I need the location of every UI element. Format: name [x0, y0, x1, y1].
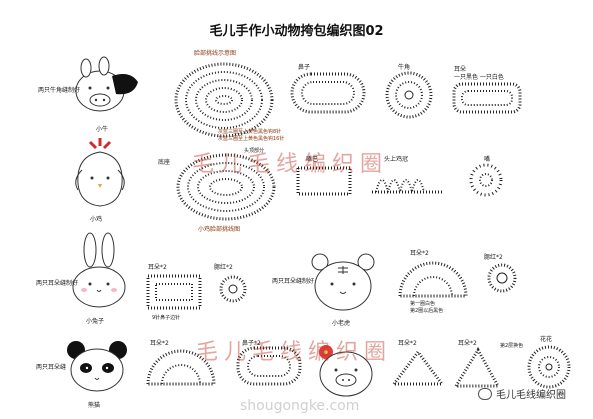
rabbit-ear-crochet-diagram: [146, 274, 202, 310]
cow-note: 两只牛角缝制好: [38, 87, 81, 94]
tiger-cheek-label: 腮红*2: [484, 254, 503, 261]
pig-nose-label: 鼻子*2: [242, 340, 261, 347]
horn-label: 牛角: [398, 64, 411, 71]
ear-label: 耳朵: [454, 66, 467, 73]
rabbit-cheek-crochet-diagram: [219, 275, 247, 303]
pig-ear-crochet-diagram: [391, 349, 445, 386]
tiger-ear-label: 耳朵*2: [410, 250, 429, 257]
beak-label: 嘴巴: [306, 156, 319, 163]
rabbit-note: 9针鼻子边针: [152, 315, 181, 321]
nose-crochet-diagram: [290, 72, 366, 114]
tiger-label: 小老虎: [332, 320, 351, 327]
pig-ear-label: 耳朵*2: [398, 340, 417, 347]
chick-label: 小鸡: [90, 216, 103, 223]
pig-ear2-label: 耳朵*2: [458, 340, 477, 347]
panda-ear-crochet-diagram: [146, 349, 216, 386]
cow-face-diagram-title: 脸部挑线示意图: [194, 50, 237, 57]
panda-face-illustration: [67, 341, 127, 392]
chick-face-illustration: [75, 138, 125, 207]
tiger-face-illustration: [311, 253, 375, 311]
comb-label: 头上鸡冠: [384, 156, 409, 163]
rabbit-face-illustration: [72, 232, 126, 308]
tiger-ear-crochet-diagram: [398, 261, 468, 298]
cow-label: 小牛: [96, 126, 109, 133]
pig-nose-crochet-diagram: [236, 346, 302, 386]
tiger-ear-note1: 第一圈白色: [410, 301, 436, 307]
panda-ear-label: 耳朵*2: [150, 340, 169, 347]
rabbit-ear-label: 耳朵*2: [148, 264, 167, 271]
chick-side-label: 底座: [158, 159, 171, 166]
pig-face-illustration: [319, 345, 373, 397]
tiger-ear-note2: 第2圈以后黑色: [410, 308, 444, 314]
tiger-note: 两只耳朵缝制好: [272, 278, 315, 285]
flower-crochet-diagram: [527, 345, 571, 389]
cow-face-crochet-diagram: [174, 62, 274, 138]
ear-note: 一只黑色 一只白色: [454, 74, 504, 81]
horn-crochet-diagram: [385, 71, 433, 119]
cow-note2: 灰蓝三圈至上黄色黑色钩16针: [218, 136, 285, 142]
comb-crochet-diagram: [372, 179, 444, 194]
tiger-cheek-crochet-diagram: [487, 263, 517, 293]
wechat-icon: [478, 387, 492, 400]
panda-label: 熊猫: [88, 402, 101, 409]
site-watermark: shougongke.com: [240, 398, 360, 414]
nose-label: 鼻子: [298, 64, 311, 71]
rabbit-note: 两只耳朵缝制好: [36, 280, 79, 287]
panda-note: 两只耳朵缝: [36, 364, 67, 371]
flower-note: 第2层换色: [500, 343, 524, 349]
chick-face-diagram-title: 小鸡脸部挑线图: [198, 226, 241, 233]
chick-top-note: 头顶部分: [244, 148, 265, 154]
tail-label: 嘴: [484, 156, 491, 163]
watermark-bottom: 毛儿毛线编织圈: [196, 340, 393, 365]
flower-label: 花花: [540, 336, 553, 343]
page-title: 毛儿手作小动物挎包编织图02: [209, 24, 384, 39]
rabbit-label: 小兔子: [86, 318, 105, 325]
chick-face-crochet-diagram: [176, 153, 276, 221]
beak-crochet-diagram: [296, 166, 352, 196]
wechat-name: 毛儿毛线编织圈: [496, 390, 566, 401]
cow-face-illustration: [75, 56, 138, 112]
wechat-badge: 毛儿毛线编织圈: [478, 386, 566, 401]
watermark-top: 毛儿毛线编织圈: [192, 152, 389, 177]
cow-note1: 灰蓝三圈至上黄色黑色钩8针: [218, 129, 282, 135]
tail-crochet-diagram: [469, 163, 503, 197]
pig-ear2-crochet-diagram: [453, 347, 501, 388]
cow-ear-crochet-diagram: [452, 82, 522, 114]
rabbit-cheek-label: 腮红*2: [214, 264, 233, 271]
